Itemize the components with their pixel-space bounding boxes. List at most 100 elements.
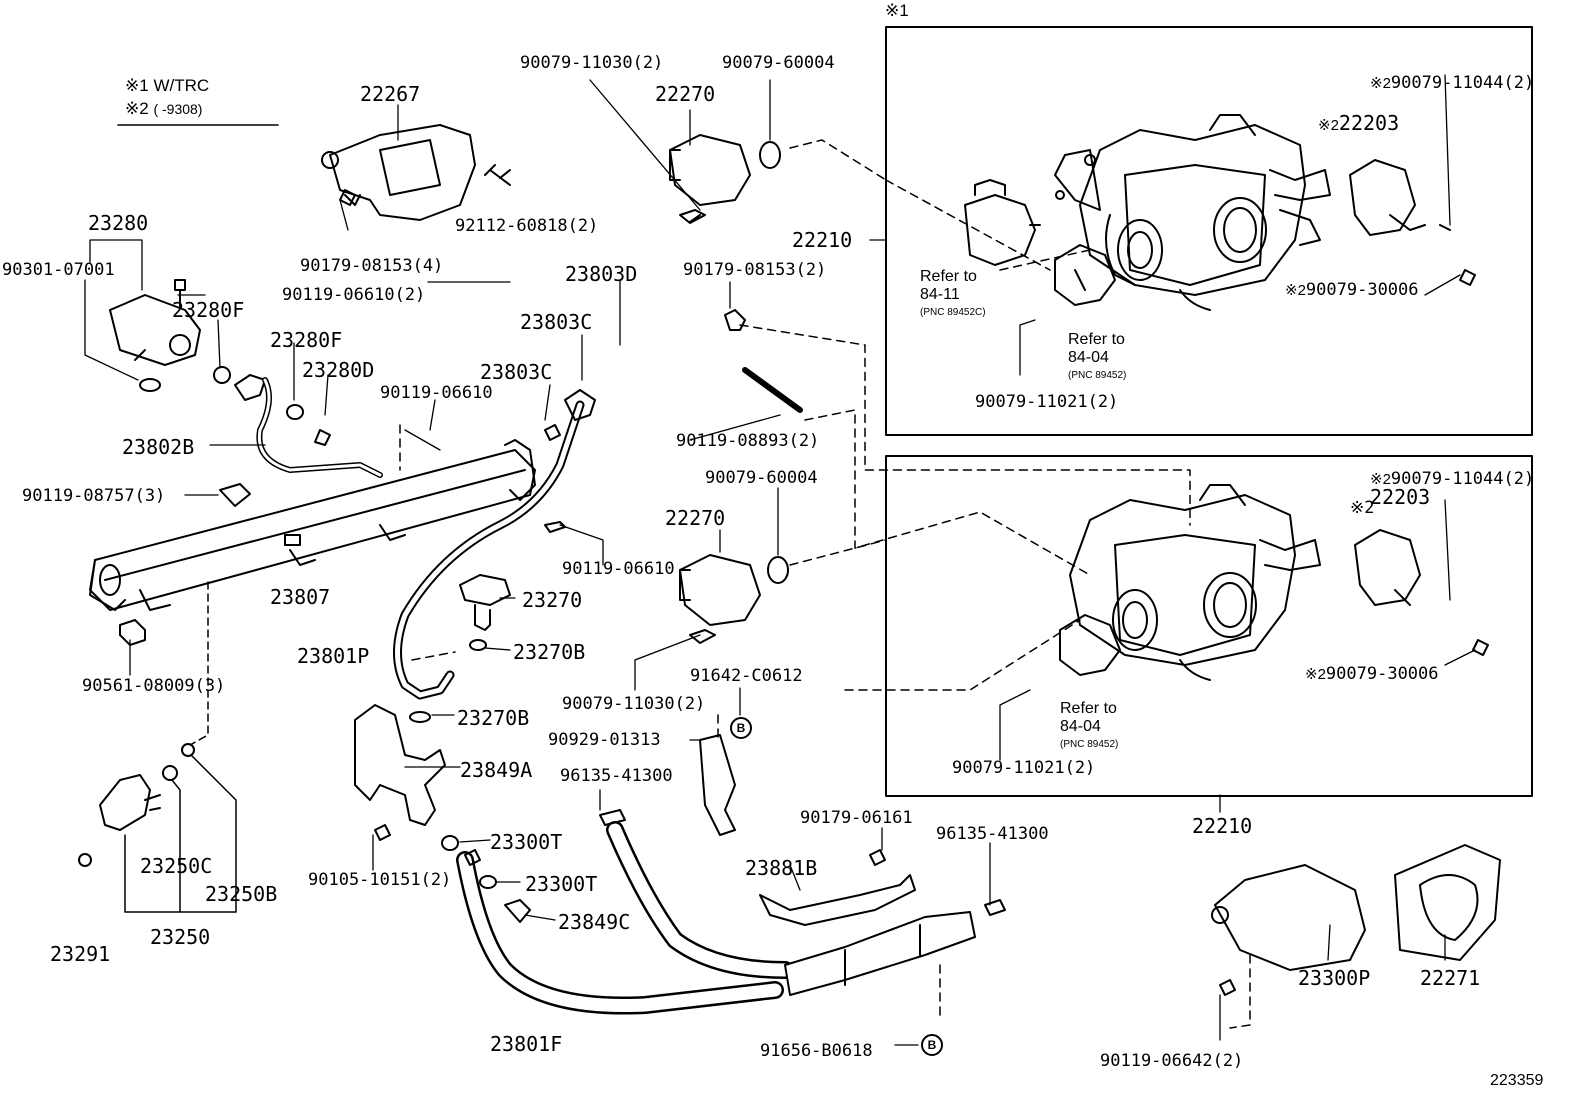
fuel-filter [784, 911, 976, 996]
part-label-p38-text: 90929-01313 [548, 730, 661, 750]
part-label-p51-mark: ※2 [1285, 282, 1306, 299]
part-label-p01-text: 22267 [360, 82, 421, 106]
leader-lines [84, 79, 1446, 1046]
part-label-p07: 23280F [172, 300, 244, 320]
part-label-p43: 90105-10151(2) [308, 872, 451, 889]
part-label-p41-text: 23300T [525, 872, 598, 896]
part-label-p19: 90079-11030(2) [520, 55, 663, 72]
part-label-p07-text: 23280F [172, 298, 245, 322]
refer-note-1: Refer to 84-11 (PNC 89452C) [920, 268, 986, 322]
connector-b-lower: B [921, 1034, 943, 1056]
part-label-p47: 23881B [745, 858, 817, 878]
part-label-p57: 90079-11021(2) [952, 760, 1095, 777]
part-label-p26-text: 22210 [792, 228, 853, 252]
part-label-p10-text: 90119-06610 [380, 383, 493, 403]
part-label-p31-text: 23270 [522, 588, 583, 612]
part-label-p60-text: 22271 [1420, 966, 1481, 990]
legend-mark-2: ※2 [125, 99, 149, 118]
refer-note-2: Refer to 84-04 (PNC 89452) [1068, 331, 1126, 385]
part-label-p46: 96135-41300 [936, 826, 1049, 843]
part-label-p56: ※290079-30006 [1305, 666, 1439, 683]
part-label-p36-text: 91642-C0612 [690, 666, 803, 686]
part-label-p53-text: 90079-11044(2) [1390, 469, 1535, 489]
part-label-p58-text: 22210 [1192, 814, 1253, 838]
part-label-p54-text: 22203 [1370, 485, 1431, 509]
part-label-p05: 90119-06610(2) [282, 287, 425, 304]
part-label-p59: 23300P [1298, 968, 1370, 988]
part-label-p25: 90179-08153(2) [683, 262, 826, 279]
part-label-p21-text: 22270 [655, 82, 716, 106]
legend-text-2: ( -9308) [153, 101, 203, 117]
part-label-p15-text: 23291 [50, 942, 111, 966]
part-label-p13-text: 23807 [270, 585, 331, 609]
part-label-p26: 22210 [792, 230, 852, 250]
bracket-23881B [759, 874, 916, 926]
part-label-p32: 23270B [513, 642, 585, 662]
part-label-p33-text: 23801P [297, 644, 370, 668]
part-label-p12-text: 90119-08757(3) [22, 486, 166, 506]
part-label-p30-text: 90119-06610 [562, 559, 675, 579]
injector-23250 [99, 774, 161, 831]
connector-b-upper: B [730, 717, 752, 739]
part-label-p20-text: 90079-60004 [722, 53, 835, 73]
part-label-p28: 90079-60004 [705, 470, 818, 487]
part-label-p13: 23807 [270, 587, 330, 607]
part-label-p53-mark: ※2 [1370, 471, 1391, 488]
part-label-p22-text: 23803D [565, 262, 638, 286]
part-label-p32-text: 23270B [513, 640, 586, 664]
refer-note-3-line3: (PNC 89452) [1060, 739, 1119, 750]
part-label-p15: 23291 [50, 944, 110, 964]
part-label-p19-text: 90079-11030(2) [520, 53, 664, 73]
part-label-p61-text: 90119-06642(2) [1100, 1051, 1244, 1071]
part-label-p05-text: 90119-06610(2) [282, 285, 426, 305]
part-label-p06: 92112-60818(2) [455, 218, 598, 235]
part-label-p18-text: 23250 [150, 925, 211, 949]
part-label-p41: 23300T [525, 874, 597, 894]
tps-sensor-top [964, 179, 1041, 266]
part-label-p42-text: 23849C [558, 910, 631, 934]
part-label-p53: ※290079-11044(2) [1370, 471, 1534, 488]
refer-note-2-line2: 84-04 [1068, 349, 1109, 366]
part-label-p36: 91642-C0612 [690, 668, 803, 685]
part-label-p17: 23250B [205, 884, 277, 904]
part-label-p60: 22271 [1420, 968, 1480, 988]
part-label-p49-text: 90079-11044(2) [1390, 73, 1535, 93]
part-label-p52: 90079-11021(2) [975, 394, 1118, 411]
part-label-p54: 22203 [1370, 487, 1430, 507]
part-label-p52-text: 90079-11021(2) [975, 392, 1119, 412]
part-label-p16-text: 23250C [140, 854, 213, 878]
legend-mark-1: ※1 [125, 76, 149, 95]
sensor-22270-bottom [679, 554, 761, 626]
legend-text-1: W/TRC [153, 76, 210, 95]
part-label-p22: 23803D [565, 264, 637, 284]
part-label-p56-mark: ※2 [1305, 666, 1326, 683]
refer-note-3-line2: 84-04 [1060, 718, 1101, 735]
legend-line-2: ※2 ( -9308) [125, 100, 202, 117]
part-label-p23-text: 23803C [520, 310, 593, 334]
bracket-22267 [321, 124, 476, 221]
part-label-p55: ※2 [1350, 500, 1374, 517]
part-label-p34: 23270B [457, 708, 529, 728]
part-label-p08: 23280F [270, 330, 342, 350]
part-label-p42: 23849C [558, 912, 630, 932]
refer-note-1-line1: Refer to [920, 268, 977, 285]
part-label-p59-text: 23300P [1298, 966, 1371, 990]
sensor-22270-top [669, 134, 751, 206]
throttle-body-bottom [1069, 484, 1321, 681]
part-label-p11-text: 23802B [122, 435, 195, 459]
part-label-p03: 90301-07001 [2, 262, 115, 279]
sensor-lower-top [1054, 244, 1116, 306]
part-label-p28-text: 90079-60004 [705, 468, 818, 488]
part-label-p31: 23270 [522, 590, 582, 610]
variant-frame-with-trc [885, 26, 1533, 436]
part-label-p30: 90119-06610 [562, 561, 675, 578]
part-label-p34-text: 23270B [457, 706, 530, 730]
part-label-p35: 23849A [460, 760, 532, 780]
part-label-p37-text: 90079-11030(2) [562, 694, 706, 714]
isc-valve-bottom [1354, 529, 1421, 606]
part-label-p14-text: 90561-08009(3) [82, 676, 226, 696]
part-label-p57-text: 90079-11021(2) [952, 758, 1096, 778]
refer-note-1-line3: (PNC 89452C) [920, 307, 986, 318]
part-label-p49-mark: ※2 [1370, 75, 1391, 92]
part-label-p21: 22270 [655, 84, 715, 104]
